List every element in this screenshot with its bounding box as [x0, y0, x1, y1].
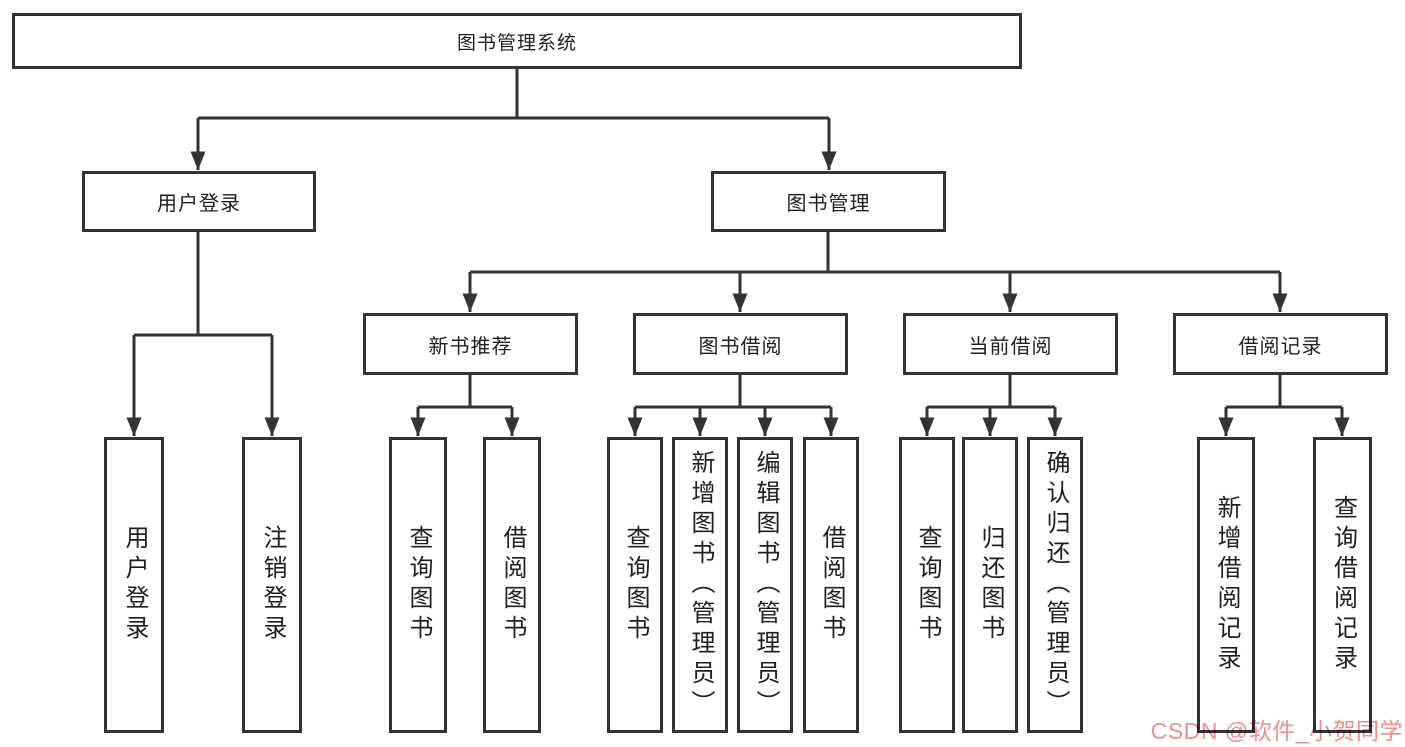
leaf-recommend-query-book: 查询图书 — [389, 437, 447, 733]
node-new-book-recommend: 新书推荐 — [363, 313, 578, 375]
leaf-borrow-borrow-book-label: 借阅图书 — [818, 525, 845, 645]
leaf-recommend-borrow-book-label: 借阅图书 — [499, 525, 526, 645]
leaf-borrow-edit-book-admin: 编辑图书（管理员） — [737, 437, 793, 733]
node-system-root-label: 图书管理系统 — [456, 32, 577, 54]
node-book-borrow-label: 图书借阅 — [698, 335, 783, 358]
node-book-borrow: 图书借阅 — [633, 313, 848, 375]
node-system-root: 图书管理系统 — [12, 13, 1022, 69]
leaf-borrow-query-book-label: 查询图书 — [622, 525, 649, 645]
leaf-borrow-add-book-admin: 新增图书（管理员） — [672, 437, 728, 733]
leaf-records-add-record: 新增借阅记录 — [1197, 437, 1255, 733]
leaf-user-login: 用户登录 — [104, 437, 164, 733]
leaf-records-query-record: 查询借阅记录 — [1313, 437, 1372, 733]
node-new-book-recommend-label: 新书推荐 — [428, 335, 513, 358]
leaf-borrow-query-book: 查询图书 — [607, 437, 663, 733]
leaf-records-add-record-label: 新增借阅记录 — [1213, 495, 1240, 675]
node-current-borrow: 当前借阅 — [903, 313, 1118, 375]
leaf-borrow-borrow-book: 借阅图书 — [803, 437, 859, 733]
leaf-current-query-book-label: 查询图书 — [914, 525, 941, 645]
node-user-login-label: 用户登录 — [157, 193, 241, 215]
node-borrow-records-label: 借阅记录 — [1238, 335, 1323, 358]
leaf-logout-label: 注销登录 — [259, 525, 286, 645]
node-current-borrow-label: 当前借阅 — [968, 335, 1053, 358]
node-book-management: 图书管理 — [711, 171, 946, 232]
leaf-borrow-add-book-admin-label: 新增图书（管理员） — [687, 450, 714, 720]
leaf-current-confirm-return-admin: 确认归还（管理员） — [1027, 437, 1083, 733]
leaf-recommend-borrow-book: 借阅图书 — [483, 437, 541, 733]
leaf-current-query-book: 查询图书 — [899, 437, 955, 733]
leaf-logout: 注销登录 — [242, 437, 302, 733]
leaf-current-return-book-label: 归还图书 — [977, 525, 1004, 645]
node-user-login: 用户登录 — [82, 171, 316, 232]
leaf-current-confirm-return-admin-label: 确认归还（管理员） — [1042, 450, 1069, 720]
node-borrow-records: 借阅记录 — [1173, 313, 1388, 375]
leaf-recommend-query-book-label: 查询图书 — [405, 525, 432, 645]
csdn-watermark: CSDN @软件_小贺同学 — [1150, 718, 1403, 744]
leaf-borrow-edit-book-admin-label: 编辑图书（管理员） — [752, 450, 779, 720]
leaf-current-return-book: 归还图书 — [962, 437, 1018, 733]
leaf-user-login-label: 用户登录 — [121, 525, 148, 645]
node-book-management-label: 图书管理 — [786, 193, 871, 215]
leaf-records-query-record-label: 查询借阅记录 — [1329, 495, 1357, 675]
